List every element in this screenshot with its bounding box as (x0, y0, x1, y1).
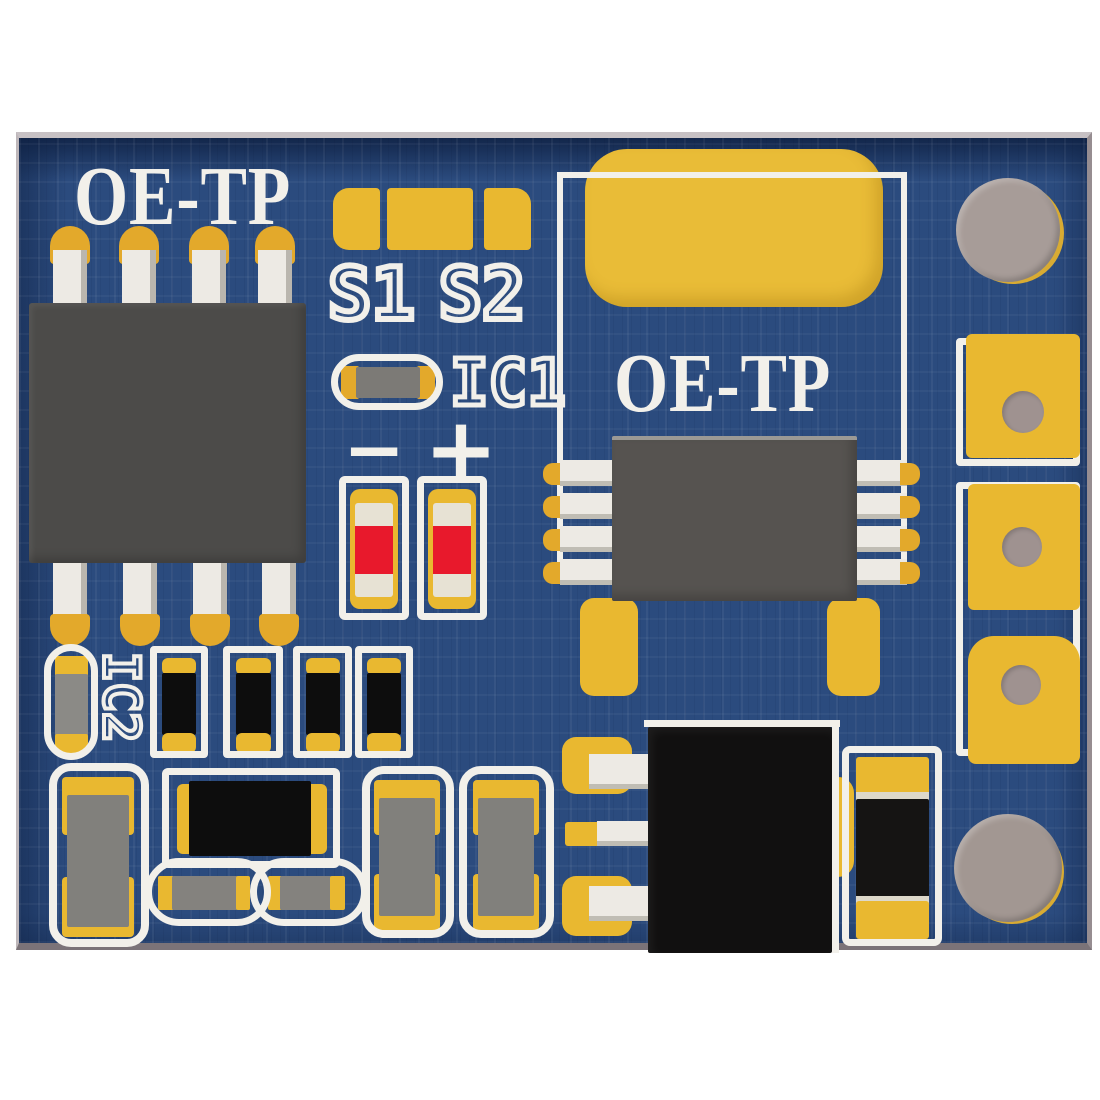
transistor-silk-right (832, 720, 839, 953)
right-ic-pin-lead (560, 460, 614, 486)
cap1-body (67, 795, 129, 927)
led1-silk-outline (339, 476, 409, 620)
resistor-silk-outline (355, 646, 413, 758)
left-ic-pin-tip (120, 614, 160, 646)
led2-silk-outline (417, 476, 487, 620)
left-ic-pin-tip (259, 614, 299, 646)
pad-below-right-ic (827, 598, 880, 696)
resistor-cap (367, 658, 401, 675)
resistor-cap (236, 733, 271, 753)
silkscreen-s1: S1 (325, 252, 418, 336)
resistor-silk-outline (293, 646, 352, 758)
resistor-cap (236, 658, 271, 675)
right-ic-silk-outline (557, 172, 907, 580)
resistor-cap (162, 733, 196, 753)
silkscreen-brand-top: OE-TP (74, 150, 292, 243)
left-ic-pin-lead (192, 250, 226, 308)
mount-hole-bottom (954, 814, 1062, 922)
left-ic-chip-body (29, 303, 306, 563)
left-ic-pin-lead (122, 250, 156, 308)
resistor-silk-outline (223, 646, 283, 758)
resistor-body (367, 673, 401, 735)
silkscreen-brand-mid: OE-TP (614, 337, 832, 430)
terminal-hole-2 (1002, 527, 1042, 567)
transistor-pin (589, 754, 653, 789)
diode-band (856, 792, 929, 802)
ic1-resistor-body (356, 367, 420, 398)
left-ic-pin-lead (123, 560, 157, 622)
left-ic-pin-tip (50, 614, 90, 646)
right-ic-pin-lead (560, 526, 614, 552)
right-ic-pin-tip (900, 496, 920, 518)
resistor-mid-body (189, 781, 311, 856)
right-ic-pin-tip (900, 529, 920, 551)
mount-hole-top (956, 178, 1060, 282)
led1-red-emitter (355, 526, 393, 574)
silkscreen-ic1: IC1 (448, 347, 569, 421)
diode-band (856, 896, 929, 904)
terminal-hole-1 (1002, 391, 1044, 433)
resistor-silk-outline (150, 646, 208, 758)
silkscreen-plus: + (424, 398, 498, 501)
resistor-body (306, 673, 340, 735)
right-ic-pin-lead (560, 493, 614, 519)
left-ic-pin-lead (53, 560, 87, 622)
diode-silk-outline (842, 746, 942, 946)
left-ic-pin-lead (193, 560, 227, 622)
cap3-body (478, 798, 534, 916)
right-ic-pin-lead (855, 493, 907, 519)
resistor-cap (367, 733, 401, 753)
right-ic-pin-lead (855, 460, 907, 486)
resistor-cap (306, 658, 340, 675)
right-ic-pin-lead (560, 559, 614, 585)
left-ic-pin-lead (53, 250, 87, 308)
transistor-pin (597, 821, 655, 846)
silkscreen-s2: S2 (436, 252, 529, 336)
cap2-body (379, 798, 435, 916)
ic2-silk-outline (44, 644, 98, 760)
transistor-pin (589, 886, 653, 921)
right-ic-pin-tip (543, 529, 563, 551)
led2-red-emitter (433, 526, 471, 574)
silkscreen-minus: − (342, 407, 405, 493)
left-ic-pin-lead (258, 250, 292, 308)
right-ic-pin-tip (543, 463, 563, 485)
stadium-body (172, 876, 238, 910)
ic2-body (55, 674, 88, 736)
resistor-body (162, 673, 196, 735)
resistor-body (236, 673, 271, 735)
terminal-hole-3 (1001, 665, 1041, 705)
pad-s1 (333, 188, 380, 250)
transistor-body (648, 727, 832, 953)
ic1-silk-outline (331, 354, 443, 410)
pad-s-mid (387, 188, 473, 250)
right-ic-pin-tip (543, 562, 563, 584)
right-ic-pin-tip (900, 562, 920, 584)
diode-pad-bottom (856, 901, 929, 939)
transistor-pad-2 (565, 822, 601, 846)
transistor-silk-top (644, 720, 840, 727)
pad-s2 (484, 188, 531, 250)
right-ic-pin-tip (900, 463, 920, 485)
left-ic-pin-tip (190, 614, 230, 646)
cap2-silk-outline (362, 766, 454, 938)
right-ic-chip-body (612, 436, 857, 601)
left-ic-pin-lead (262, 560, 296, 622)
cap3-silk-outline (459, 766, 554, 938)
resistor-cap (162, 658, 196, 675)
right-ic-pin-lead (855, 559, 907, 585)
silkscreen-ic2: IC2 (90, 650, 152, 744)
resistor-cap (306, 733, 340, 753)
diode-body (856, 799, 929, 903)
stadium-body (280, 876, 332, 910)
right-ic-pin-tip (543, 496, 563, 518)
cap1-silk-outline (49, 763, 149, 947)
stadium-silk-right (250, 858, 368, 926)
right-ic-pin-lead (855, 526, 907, 552)
pad-below-right-ic (580, 598, 638, 696)
